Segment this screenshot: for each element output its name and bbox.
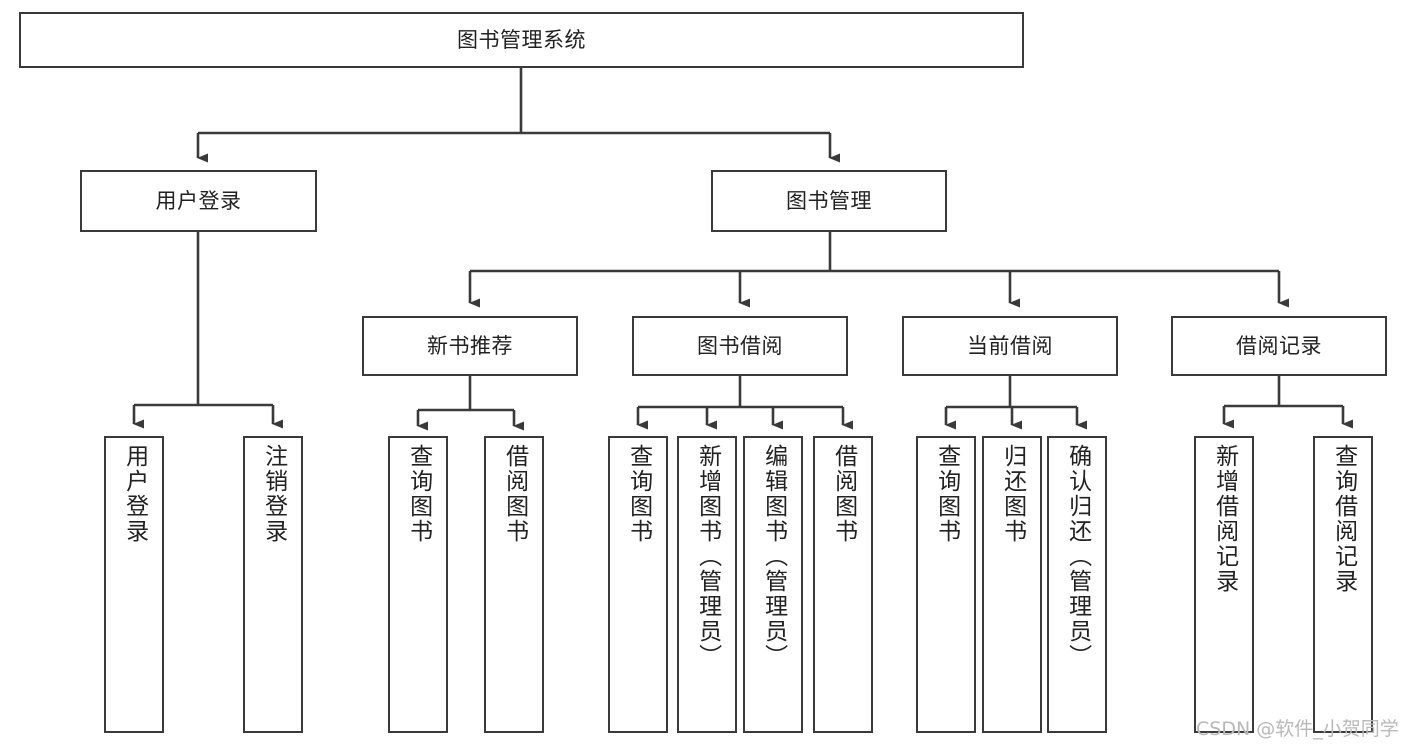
node-leaf-borrow-borrow-book-label: 借阅图书	[830, 444, 857, 544]
node-book-borrow[interactable]: 图书借阅	[632, 316, 848, 376]
node-leaf-borrow-query-book[interactable]: 查询图书	[608, 436, 668, 733]
node-current-borrow-label: 当前借阅	[967, 333, 1053, 358]
node-book-borrow-label: 图书借阅	[697, 333, 783, 358]
node-leaf-user-logout-label: 注销登录	[260, 444, 287, 544]
node-leaf-rec-query-book[interactable]: 查询图书	[388, 436, 448, 733]
node-book-manage[interactable]: 图书管理	[711, 170, 947, 232]
node-leaf-user-login-label: 用户登录	[121, 444, 148, 544]
node-leaf-record-query[interactable]: 查询借阅记录	[1313, 436, 1373, 733]
node-leaf-current-confirm-return-label: 确认归还（管理员）	[1064, 444, 1091, 669]
node-leaf-borrow-add-book[interactable]: 新增图书（管理员）	[677, 436, 737, 733]
node-leaf-borrow-borrow-book[interactable]: 借阅图书	[813, 436, 873, 733]
edge-bookmanage-to-level2	[468, 232, 1289, 308]
csdn-watermark: CSDN @软件_小贺同学	[1196, 718, 1399, 740]
node-leaf-current-return-book[interactable]: 归还图书	[982, 436, 1042, 733]
edge-bookborrow-to-leaves	[636, 376, 853, 430]
node-leaf-record-add-label: 新增借阅记录	[1211, 444, 1238, 594]
node-leaf-record-query-label: 查询借阅记录	[1330, 444, 1357, 594]
edge-borrowrecord-to-leaves	[1222, 376, 1353, 429]
node-current-borrow[interactable]: 当前借阅	[902, 316, 1118, 376]
edge-userlogin-to-leaves	[132, 232, 283, 429]
node-leaf-record-add[interactable]: 新增借阅记录	[1194, 436, 1254, 733]
node-borrow-record-label: 借阅记录	[1236, 333, 1322, 358]
node-leaf-rec-borrow-book[interactable]: 借阅图书	[484, 436, 544, 733]
node-new-book-recommend[interactable]: 新书推荐	[362, 316, 578, 376]
edge-root-to-level1	[196, 68, 840, 163]
node-leaf-current-query-book-label: 查询图书	[933, 444, 960, 544]
node-leaf-rec-query-book-label: 查询图书	[405, 444, 432, 544]
node-leaf-current-return-book-label: 归还图书	[999, 444, 1026, 544]
node-user-login-label: 用户登录	[155, 188, 242, 213]
node-leaf-borrow-add-book-label: 新增图书（管理员）	[694, 444, 721, 669]
node-leaf-rec-borrow-book-label: 借阅图书	[501, 444, 528, 544]
node-leaf-borrow-edit-book-label: 编辑图书（管理员）	[760, 444, 787, 669]
node-new-book-recommend-label: 新书推荐	[427, 333, 513, 358]
node-leaf-borrow-query-book-label: 查询图书	[625, 444, 652, 544]
node-user-login[interactable]: 用户登录	[80, 170, 317, 232]
node-root[interactable]: 图书管理系统	[19, 12, 1024, 68]
node-leaf-user-login[interactable]: 用户登录	[104, 436, 164, 733]
edge-newbook-to-leaves	[416, 376, 524, 431]
edge-currentborrow-to-leaves	[944, 376, 1087, 430]
node-borrow-record[interactable]: 借阅记录	[1171, 316, 1387, 376]
node-book-manage-label: 图书管理	[786, 188, 872, 213]
node-root-label: 图书管理系统	[457, 27, 586, 52]
node-leaf-borrow-edit-book[interactable]: 编辑图书（管理员）	[743, 436, 803, 733]
node-leaf-user-logout[interactable]: 注销登录	[243, 436, 303, 733]
node-leaf-current-query-book[interactable]: 查询图书	[916, 436, 976, 733]
node-leaf-current-confirm-return[interactable]: 确认归还（管理员）	[1047, 436, 1107, 733]
